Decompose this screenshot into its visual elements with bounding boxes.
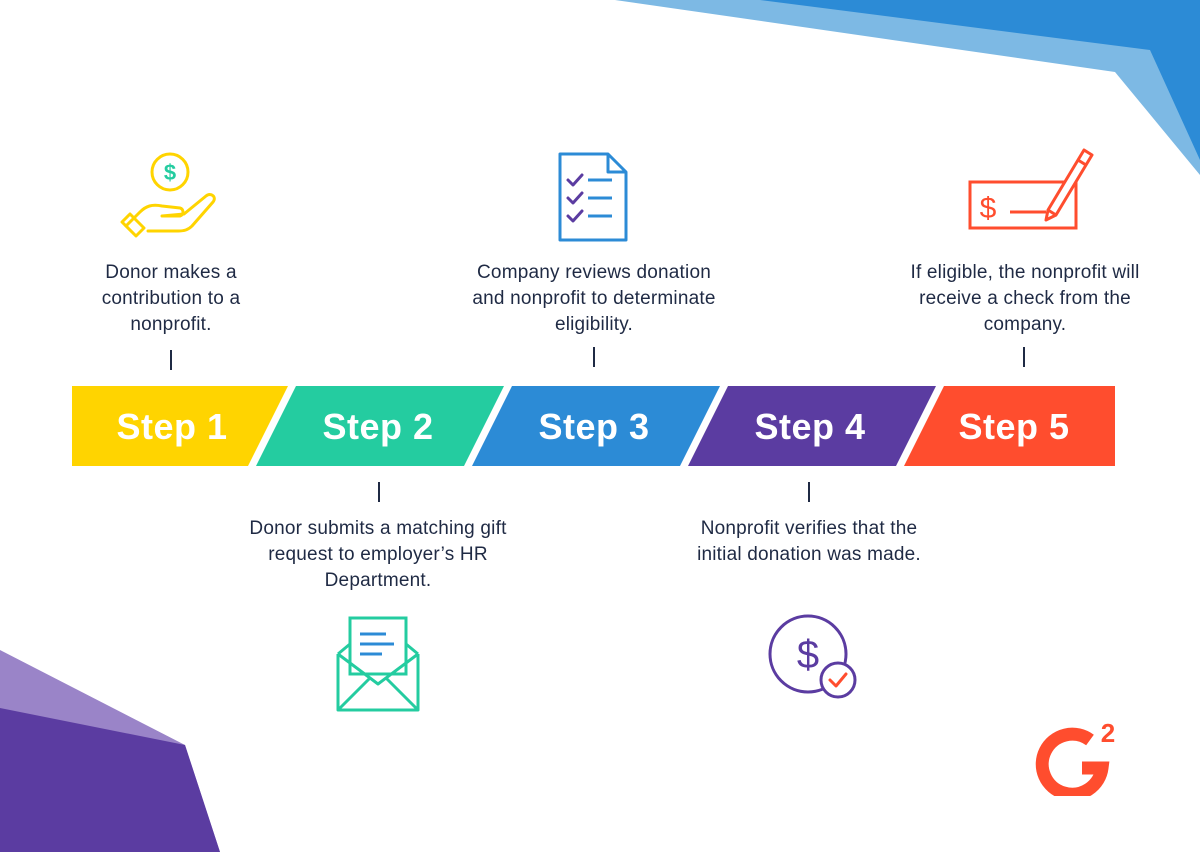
step-3-connector [593, 347, 595, 367]
step-2-description: Donor submits a matching gift request to… [249, 518, 507, 591]
step-4-label: Step 4 [754, 406, 866, 447]
svg-text:$: $ [164, 160, 176, 185]
step-1-connector [170, 350, 172, 370]
check-pencil-icon: $ [968, 148, 1094, 230]
step-4-shape [688, 386, 936, 466]
top-right-light-band [615, 0, 1200, 175]
step-3-label: Step 3 [538, 406, 650, 447]
svg-text:$: $ [980, 192, 997, 225]
step-1-shape [72, 386, 288, 466]
step-2-label: Step 2 [322, 406, 434, 447]
step-5-description: If eligible, the nonprofit will receive … [910, 262, 1140, 335]
step-4-connector [808, 482, 810, 502]
top-right-dark-band [760, 0, 1200, 160]
step-2-shape [256, 386, 504, 466]
step-4-description: Nonprofit verifies that the initial dona… [697, 518, 921, 565]
bottom-left-dark-band [0, 708, 220, 852]
step-2-connector [378, 482, 380, 502]
step-3-shape [472, 386, 720, 466]
checklist-document-icon [558, 152, 628, 242]
step-5-label: Step 5 [958, 406, 1070, 447]
step-3-description: Company reviews donation and nonprofit t… [472, 262, 716, 335]
svg-text:$: $ [797, 633, 819, 677]
step-1-label: Step 1 [116, 406, 228, 447]
svg-text:2: 2 [1101, 718, 1115, 748]
hand-coin-icon: $ [120, 152, 216, 238]
step-5-shape [904, 386, 1115, 466]
g2-logo-icon: 2 [1035, 718, 1115, 796]
verified-dollar-icon: $ [768, 614, 857, 699]
step-1-description: Donor makes a contribution to a nonprofi… [101, 262, 241, 335]
step-5-connector [1023, 347, 1025, 367]
envelope-letter-icon [336, 616, 420, 712]
